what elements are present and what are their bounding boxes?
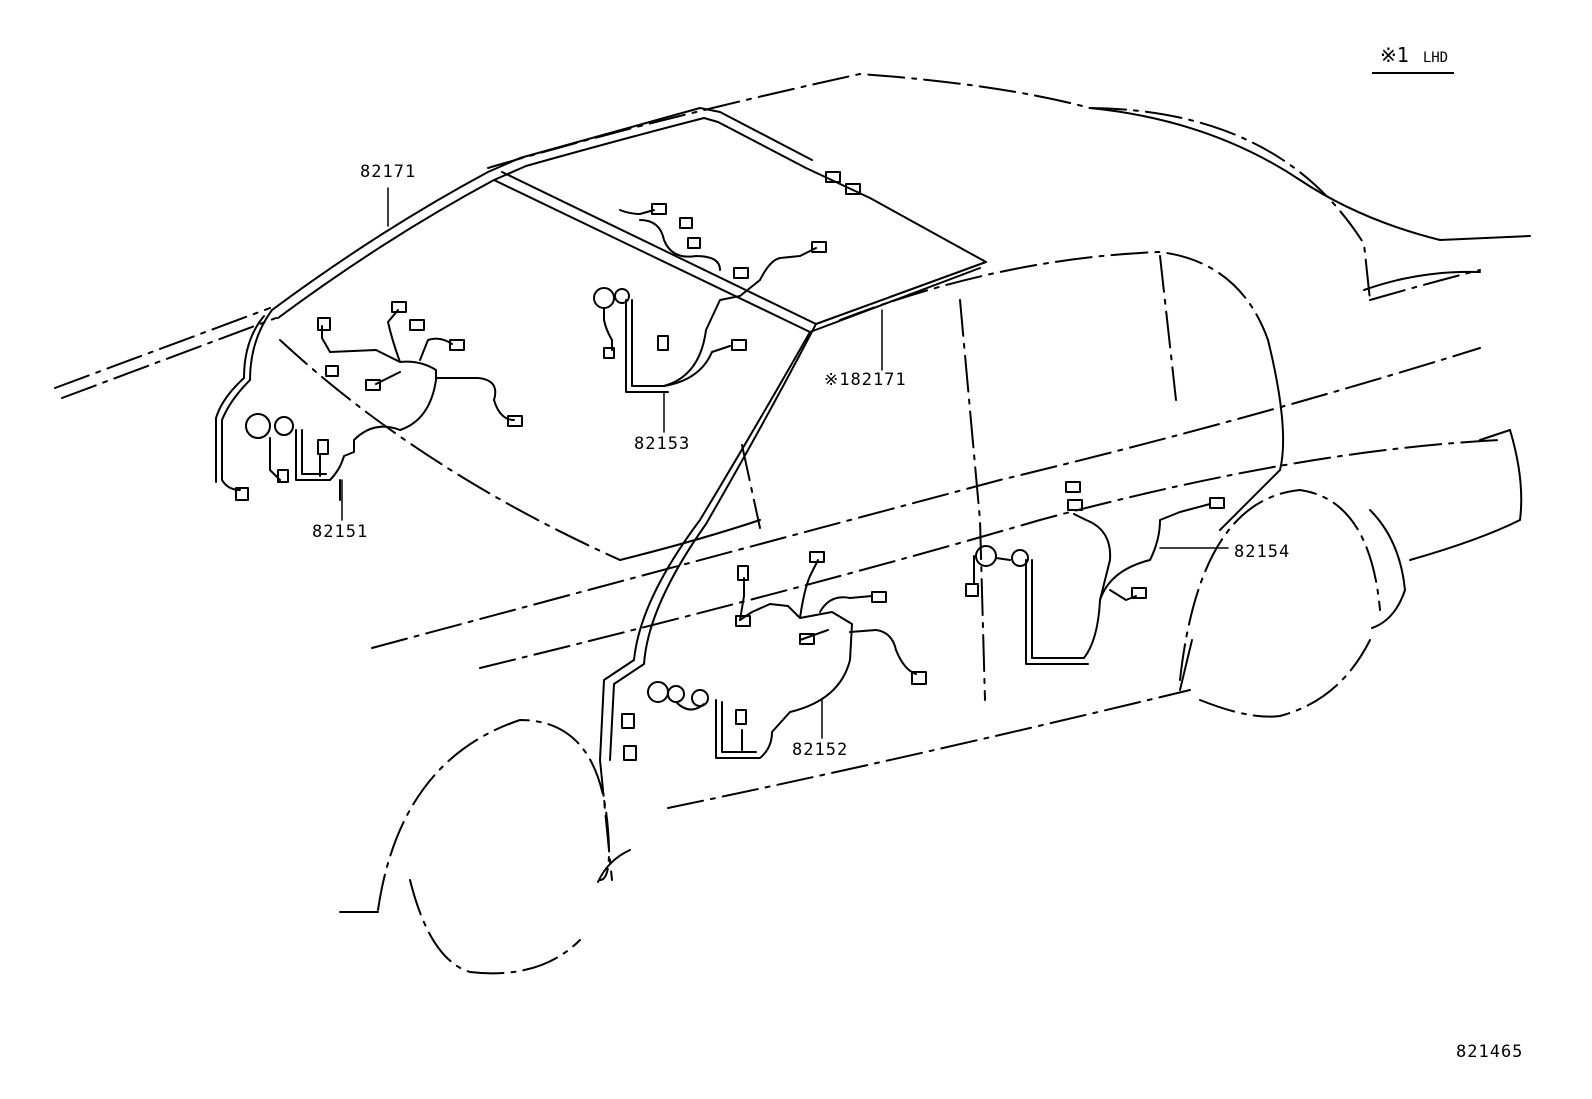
figure-number: 821465 [1456, 1042, 1524, 1062]
label-82154: 82154 [1234, 542, 1291, 562]
label-82152: 82152 [792, 740, 849, 760]
legend-mark: ※1 [1380, 43, 1409, 67]
wire-harness-82153 [594, 172, 860, 392]
legend-lhd: ※1 LHD [1372, 43, 1455, 74]
label-82153: 82153 [634, 434, 691, 454]
legend-text: LHD [1422, 50, 1449, 66]
wire-harness-82151 [236, 302, 522, 500]
leader-lines [342, 188, 1228, 738]
wire-harness-82154 [966, 482, 1224, 664]
wire-harness-82152 [622, 552, 926, 760]
label-82151: 82151 [312, 522, 369, 542]
roof-harness-82171 [216, 108, 986, 760]
label-82171: 82171 [360, 162, 417, 182]
label-82171-lhd: ※182171 [824, 370, 907, 390]
car-body-outline [55, 74, 1500, 973]
